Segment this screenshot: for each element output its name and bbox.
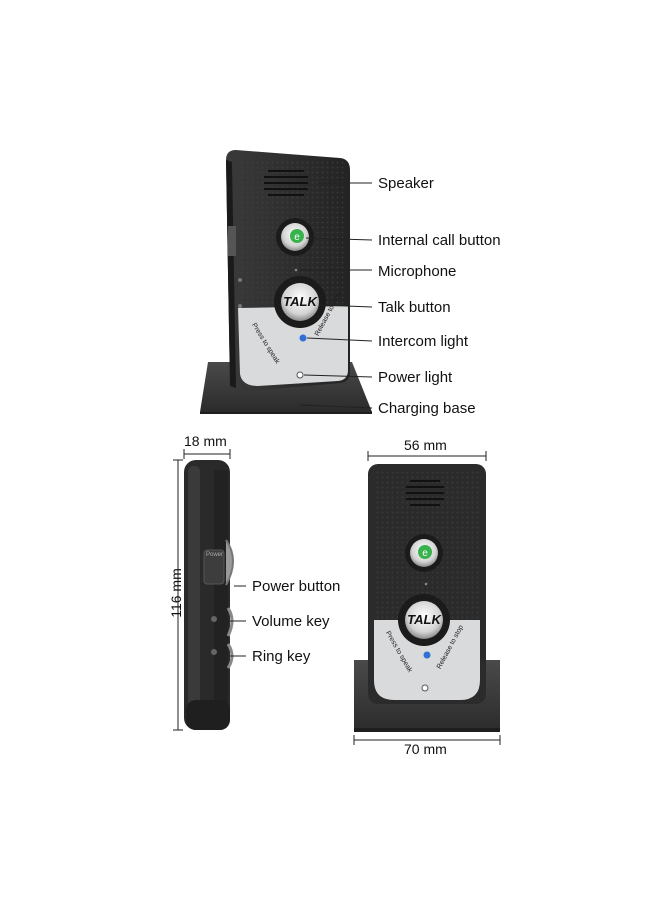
dim-height: 116 mm xyxy=(168,568,184,618)
label-volume-key: Volume key xyxy=(252,613,330,630)
svg-text:e: e xyxy=(294,232,300,243)
front-talk-text: TALK xyxy=(407,612,441,627)
label-power-button: Power button xyxy=(252,578,341,595)
front-call-icon xyxy=(418,545,432,559)
top-power-light xyxy=(296,371,304,379)
label-microphone: Microphone xyxy=(378,263,457,280)
front-power-light xyxy=(421,684,429,692)
label-internal-call-button: Internal call button xyxy=(378,232,501,249)
side-device xyxy=(184,460,234,730)
svg-text:e: e xyxy=(422,548,428,559)
dim-base-width: 70 mm xyxy=(404,741,447,757)
label-power-light: Power light xyxy=(378,369,453,386)
top-speaker-grille xyxy=(264,170,308,196)
dim-width: 56 mm xyxy=(404,437,447,453)
front-intercom-light xyxy=(423,651,431,659)
label-speaker: Speaker xyxy=(378,175,434,192)
label-ring-key: Ring key xyxy=(252,648,311,665)
top-talk-text: TALK xyxy=(283,294,317,309)
top-device-body: e xyxy=(226,150,350,392)
top-intercom-light xyxy=(299,334,307,342)
label-charging-base: Charging base xyxy=(378,400,476,417)
top-call-icon xyxy=(290,229,304,243)
side-power-text: Power xyxy=(206,552,224,558)
dim-depth: 18 mm xyxy=(184,433,227,449)
front-device: e xyxy=(354,464,500,732)
label-intercom-light: Intercom light xyxy=(378,333,469,350)
label-talk-button: Talk button xyxy=(378,299,451,316)
